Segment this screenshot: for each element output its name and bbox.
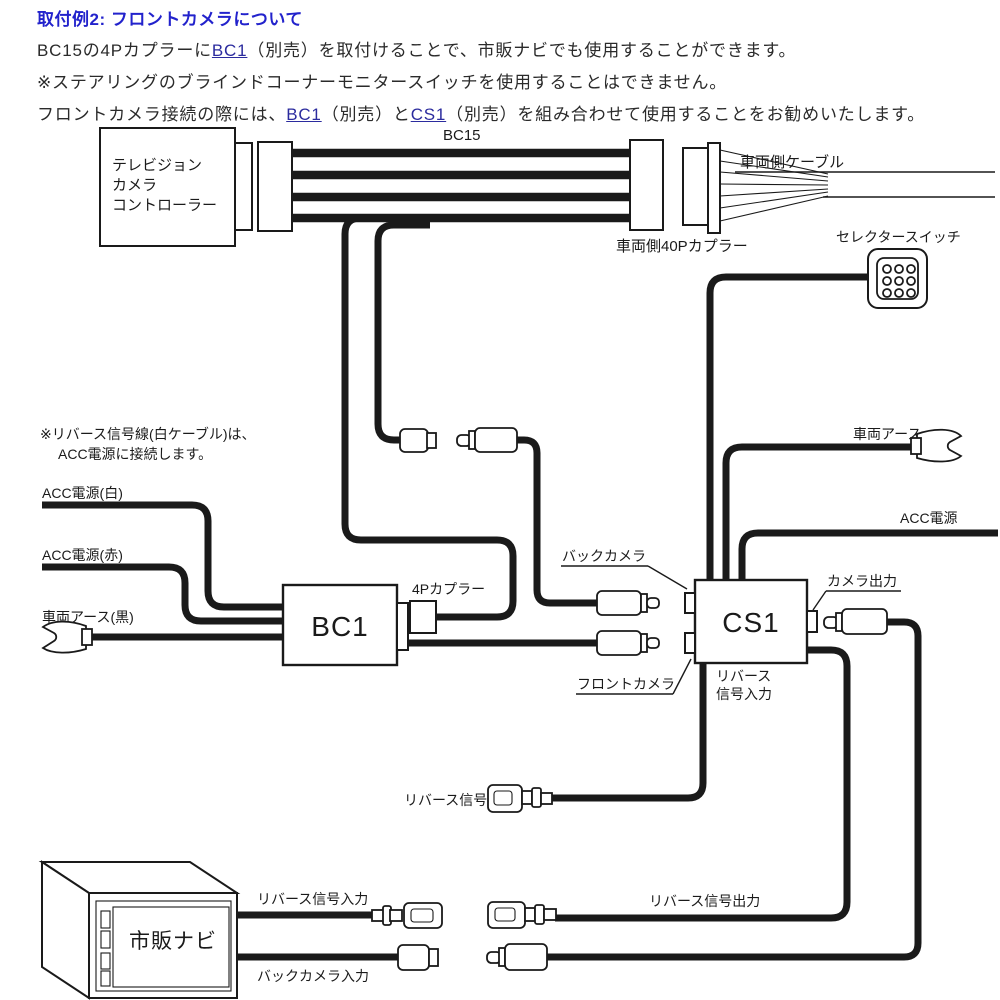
front-camera-rca-plug <box>596 630 660 656</box>
wire-vehicle-ground <box>722 443 920 582</box>
back-camera-rca-plug <box>596 590 660 616</box>
reverse-signal-label: リバース信号 <box>404 792 487 808</box>
back-camera-label: バックカメラ <box>562 548 646 564</box>
acc-power-label: ACC電源 <box>900 510 958 526</box>
nav-front-inset <box>95 900 232 992</box>
vehicle-40p-label: 車両側40Pカプラー <box>616 238 748 255</box>
fan-line <box>719 195 829 222</box>
wire-bc15-to-rca-jack <box>374 221 430 444</box>
tv-controller-label-3: コントローラー <box>112 197 217 214</box>
camera-out-label: カメラ出力 <box>827 573 897 589</box>
cs1-box <box>693 578 809 665</box>
selector-switch-buttons <box>882 264 916 298</box>
vehicle-side-connector <box>682 142 721 234</box>
front-camera-label: フロントカメラ <box>577 676 675 692</box>
line4-post: （別売）を組み合わせて使用することをお勧めいたします。 <box>446 105 926 124</box>
nav-reverse-input-connector <box>371 902 443 929</box>
vehicle-ground-label: 車両アース <box>853 426 921 442</box>
4p-coupler-connector <box>409 600 437 634</box>
ground-fork-terminal-left <box>41 620 93 654</box>
acc-red-label: ACC電源(赤) <box>42 547 123 563</box>
tv-controller-label-2: カメラ <box>112 177 157 194</box>
reverse-signal-out-label: リバース信号出力 <box>649 893 760 909</box>
line4-mid: （別売）と <box>321 105 411 124</box>
fan-line <box>719 188 829 197</box>
reverse-signal-connector <box>487 784 553 813</box>
fan-line <box>719 160 829 178</box>
vehicle-cable-label: 車両側ケーブル <box>740 153 844 171</box>
fan-line <box>719 183 829 186</box>
bc1-unit: BC1 4Pカプラー <box>281 581 485 667</box>
nav-screen <box>112 906 230 988</box>
fan-line <box>719 191 829 209</box>
wire-bc15-to-4p-coupler <box>341 214 517 621</box>
wire-rca-to-back-camera-plug <box>515 436 599 607</box>
fan-line <box>719 149 829 175</box>
cs1-camera-out-jack <box>806 610 818 633</box>
rca-jack-female-middle <box>399 428 437 453</box>
fan-line <box>719 171 829 182</box>
rca-plug-male-middle <box>456 427 518 453</box>
body-line-4: フロントカメラ接続の際には、BC1（別売）とCS1（別売）を組み合わせて使用する… <box>37 100 967 125</box>
line2-pre: BC15の4Pカプラーに <box>37 41 212 60</box>
cs1-front-camera-jack <box>684 632 696 654</box>
bc1-link-2[interactable]: BC1 <box>286 105 322 124</box>
wire-selector-switch <box>706 273 870 582</box>
note-line-1: ※リバース信号線(白ケーブル)は、 <box>40 426 256 442</box>
acc-white-label: ACC電源(白) <box>42 485 123 501</box>
cs1-label: CS1 <box>722 607 779 638</box>
wire-acc-power <box>738 529 998 582</box>
bc15-harness-bundle <box>290 148 633 223</box>
front-camera-leader <box>672 658 692 695</box>
nav-buttons <box>100 910 111 987</box>
nav-reverse-input-label: リバース信号入力 <box>257 891 368 907</box>
body-line-2: BC15の4PカプラーにBC1（別売）を取付けることで、市販ナビでも使用すること… <box>37 36 967 61</box>
nav-back-camera-input-label: バックカメラ入力 <box>257 968 369 984</box>
nav-unit: 市販ナビ <box>38 860 241 1000</box>
4p-coupler-label: 4Pカプラー <box>412 581 485 597</box>
selector-switch: セレクタースイッチ <box>836 229 961 309</box>
reverse-signal-note: ※リバース信号線(白ケーブル)は、 ACC電源に接続します。 <box>40 424 256 465</box>
vehicle-connector-body <box>682 147 709 226</box>
bc1-link[interactable]: BC1 <box>211 41 248 60</box>
line4-pre: フロントカメラ接続の際には、 <box>37 105 287 124</box>
bc15-connector-left <box>257 141 293 232</box>
bc1-box <box>281 583 399 667</box>
vehicle-connector-face <box>707 142 721 234</box>
tv-controller-box <box>99 127 236 247</box>
nav-side-camera-rca-plug <box>486 943 548 971</box>
bc15-label: BC15 <box>443 127 481 144</box>
camera-out-leader <box>812 590 827 611</box>
reverse-signal-out-connector <box>487 901 557 929</box>
cs1-link[interactable]: CS1 <box>410 105 447 124</box>
wire-reverse-signal-output <box>555 646 851 922</box>
page-title: 取付例2: フロントカメラについて <box>37 10 303 29</box>
tv-controller-label-1: テレビジョン <box>112 157 202 174</box>
nav-front-face <box>88 892 238 999</box>
vehicle-cable-fan <box>719 149 995 222</box>
cs1-unit: CS1 <box>684 578 818 665</box>
bc1-label: BC1 <box>311 611 368 642</box>
camera-out-rca-plug <box>823 608 888 635</box>
bc1-side-tab <box>396 602 409 651</box>
cs1-reverse-label-1: リバース <box>716 668 771 684</box>
cs1-back-camera-jack <box>684 592 696 614</box>
nav-back-camera-rca-jack <box>397 944 439 971</box>
wire-acc-red <box>42 563 283 625</box>
tv-camera-controller: テレビジョン カメラ コントローラー <box>99 127 293 247</box>
header-text-block: 取付例2: フロントカメラについて BC15の4PカプラーにBC1（別売）を取付… <box>37 5 967 132</box>
back-camera-leader <box>647 565 688 590</box>
vehicle-40p-coupler <box>629 139 664 231</box>
body-line-3: ※ステアリングのブラインドコーナーモニタースイッチを使用することはできません。 <box>37 73 728 92</box>
selector-switch-label: セレクタースイッチ <box>836 229 961 245</box>
nav-label: 市販ナビ <box>129 930 217 953</box>
tv-controller-tab <box>234 142 253 231</box>
note-line-2: ACC電源に接続します。 <box>58 446 213 463</box>
wire-reverse-signal <box>550 661 707 802</box>
line2-post: （別売）を取付けることで、市販ナビでも使用することができます。 <box>247 41 797 60</box>
wire-camera-output <box>545 618 922 961</box>
ground-fork-terminal-right <box>910 428 963 463</box>
cs1-reverse-label-2: 信号入力 <box>716 686 772 702</box>
wire-acc-white <box>42 501 283 611</box>
